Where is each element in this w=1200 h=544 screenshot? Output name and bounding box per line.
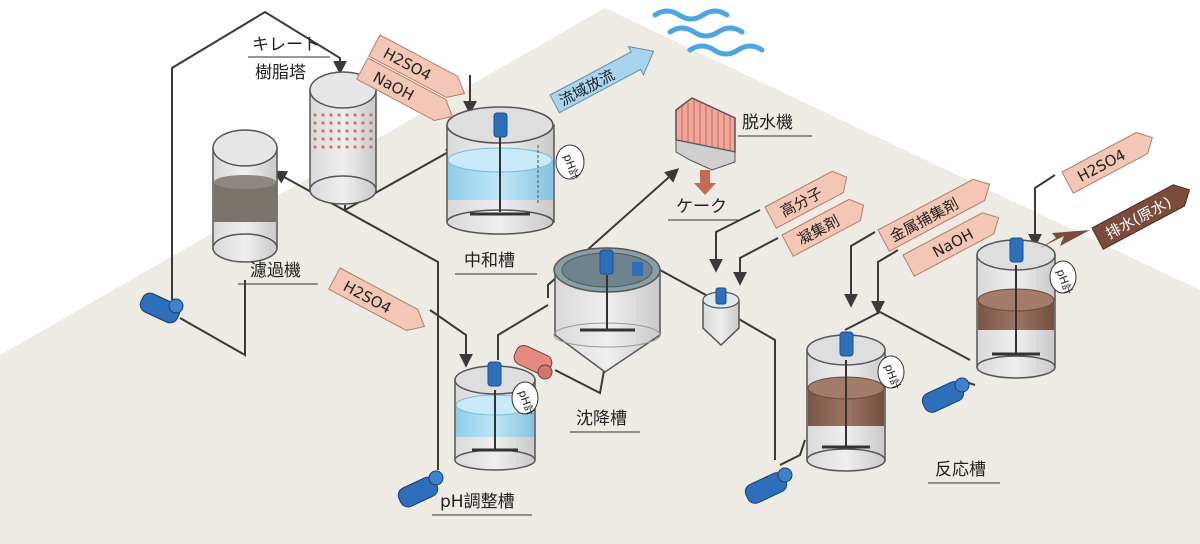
label-reaction: 反応槽 (935, 460, 986, 480)
ph-meter-adjust: pH計 (511, 381, 539, 418)
reaction2-motor (1009, 237, 1024, 263)
tag-polymer: 高分子 (764, 170, 848, 229)
discharge-waves-icon (652, 8, 765, 57)
chelate-resin-tower (309, 71, 377, 205)
pump-reaction2 (921, 377, 970, 413)
dehydrator (675, 97, 736, 171)
label-chelate-line1: キレート (252, 35, 320, 55)
label-dehydrator: 脱水機 (742, 113, 793, 133)
ph-meter-neutral: pH計 (555, 144, 585, 182)
mixer-motor (493, 112, 508, 138)
ph-adjust-motor (487, 361, 502, 387)
flocculator (702, 287, 740, 347)
tag-h2so4-right: H2SO4 (1061, 132, 1154, 194)
label-ph-adjust: pH調整槽 (440, 492, 515, 512)
label-filter: 濾過機 (250, 261, 301, 281)
raw-water-arrow (1040, 230, 1090, 248)
transfer-pump (513, 345, 553, 380)
ph-meter-reaction1: pH計 (877, 355, 905, 392)
label-chelate-line2: 樹脂塔 (255, 63, 306, 83)
pump-reaction1 (744, 467, 793, 504)
cake-arrow (694, 170, 716, 195)
pump-filter (139, 292, 184, 324)
tag-flocculant: 凝集剤 (781, 198, 865, 257)
resin-bed (311, 110, 375, 150)
ph-adjust-tank (454, 361, 536, 471)
label-settling: 沈降槽 (576, 409, 627, 429)
flocculator-motor (715, 287, 727, 305)
settling-tank (553, 247, 661, 373)
neutralization-tank (446, 106, 555, 235)
label-cake: ケーク (676, 197, 727, 217)
reaction-tank-2 (976, 237, 1056, 379)
ph-meter-reaction2: pH計 (1049, 260, 1077, 297)
tag-raw-water: 排水(原水) (1091, 184, 1191, 250)
filter-tank (212, 129, 278, 263)
settling-motor (599, 249, 614, 275)
label-neutralization: 中和槽 (464, 251, 515, 271)
reaction1-motor (839, 331, 854, 357)
reaction-tank-1 (806, 331, 886, 472)
settling-drive (632, 262, 643, 276)
pump-ph-adjust (397, 470, 444, 508)
